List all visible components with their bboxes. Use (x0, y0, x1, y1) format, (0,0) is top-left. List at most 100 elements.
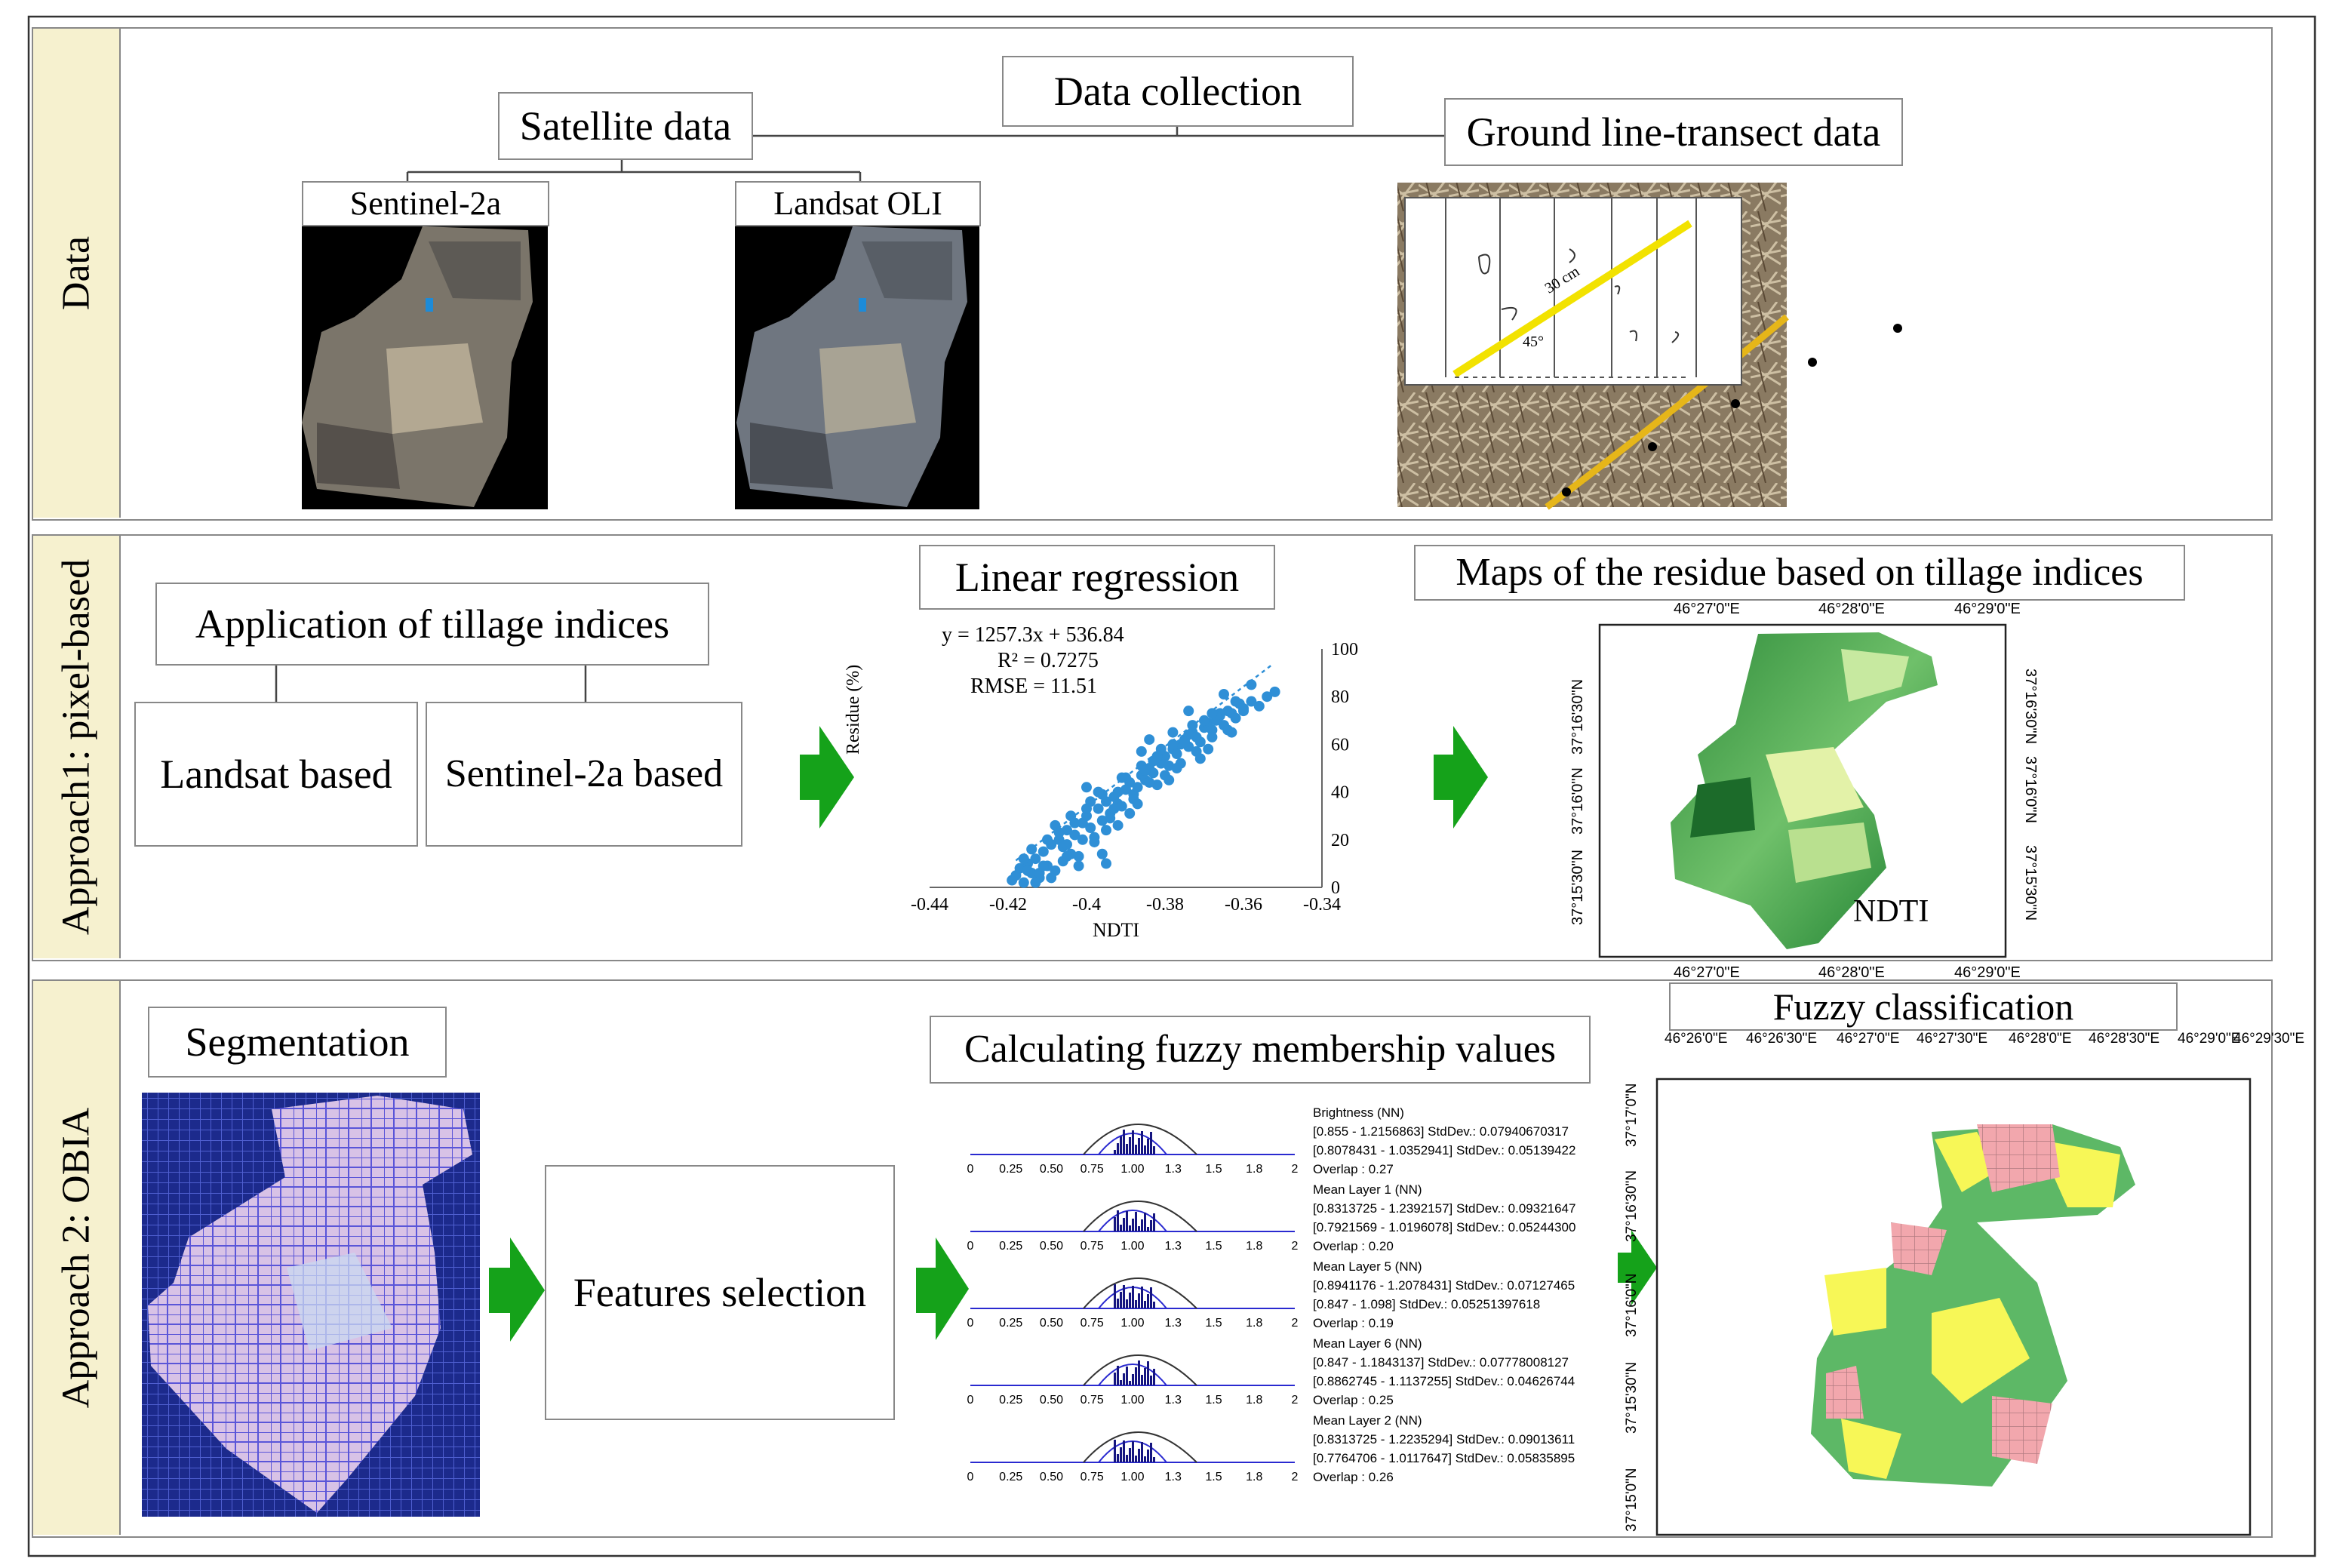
histogram-tick-label: 0.75 (1081, 1163, 1104, 1176)
scatter-point (1116, 772, 1127, 783)
scatter-point (1112, 786, 1124, 798)
histogram-bar (1114, 1150, 1116, 1154)
scatter-point (1018, 853, 1029, 865)
histogram-stat-text: Mean Layer 2 (NN) (1313, 1413, 1422, 1428)
scatter-point (1101, 825, 1111, 836)
fuzzy-values-box: Calculating fuzzy membership values (930, 1016, 1591, 1084)
histogram-bar (1132, 1286, 1134, 1308)
histogram-bar (1141, 1219, 1143, 1231)
fuzzy-left-tick-1: 37°17'0"N (1624, 1083, 1640, 1147)
histogram-tick-label: 0.25 (999, 1240, 1022, 1253)
histogram-bar (1132, 1441, 1134, 1462)
histogram-tick-label: 1.8 (1246, 1240, 1262, 1253)
scatter-point (1081, 782, 1092, 793)
scatter-point (1144, 776, 1155, 788)
histogram-bar (1138, 1138, 1140, 1154)
histogram-stat-text: [0.8862745 - 1.1137255] StdDev.: 0.04626… (1313, 1374, 1575, 1388)
histogram-bar (1141, 1131, 1143, 1154)
histogram-bar (1126, 1144, 1128, 1154)
ndti-left-tick-1: 37°16'30"N (1569, 678, 1586, 755)
membership-curve (1083, 1124, 1197, 1155)
scatter-point (1112, 819, 1124, 831)
scatter-point (1262, 691, 1273, 703)
histogram-tick-label: 0.25 (999, 1394, 1022, 1407)
histogram-bar (1123, 1285, 1125, 1308)
landsat-box: Landsat OLI (735, 181, 981, 226)
scatter-point (1207, 731, 1218, 742)
fuzzy-top-tick-6: 46°28'30"E (2089, 1031, 2160, 1047)
histogram-stat-text: [0.7764706 - 1.0117647] StdDev.: 0.05835… (1313, 1451, 1575, 1465)
scatter-point (1219, 689, 1229, 700)
fuzzy-top-tick-7: 46°29'0"E (2178, 1031, 2241, 1047)
fuzzy-left-tick-2: 37°16'30"N (1624, 1170, 1640, 1242)
histogram-stat-text: [0.8313725 - 1.2235294] StdDev.: 0.09013… (1313, 1432, 1575, 1447)
section-approach1-label-bar: Approach1: pixel-based (33, 536, 121, 958)
histogram-stat-text: [0.855 - 1.2156863] StdDev.: 0.079406703… (1313, 1124, 1569, 1139)
membership-curve-inner (1098, 1364, 1167, 1386)
histogram-tick-label: 2 (1292, 1163, 1299, 1176)
scatter-point (1194, 736, 1206, 748)
x-tick-label: -0.36 (1225, 895, 1262, 915)
histogram-bar (1147, 1294, 1149, 1308)
histogram-bar (1120, 1292, 1122, 1308)
histogram-tick-label: 0.25 (999, 1163, 1022, 1176)
membership-curve (1083, 1431, 1197, 1463)
features-selection-box: Features selection (545, 1165, 895, 1420)
histogram-bar (1153, 1213, 1155, 1231)
histogram-tick-label: 0 (967, 1240, 974, 1253)
section-data (32, 27, 2273, 521)
scatter-point (1203, 743, 1214, 755)
x-tick-label: -0.34 (1303, 895, 1341, 915)
satellite-data-box: Satellite data (498, 92, 753, 160)
section-data-label-bar: Data (33, 29, 121, 518)
histogram-bar (1132, 1374, 1134, 1385)
histogram-bar (1150, 1132, 1152, 1154)
fuzzy-top-tick-2: 46°26'30"E (1746, 1031, 1818, 1047)
histogram-bar (1150, 1443, 1152, 1462)
histogram-bar (1141, 1442, 1143, 1462)
scatter-point (1085, 796, 1096, 807)
regression-rmse: RMSE = 11.51 (970, 675, 1097, 698)
histogram-stat-text: Mean Layer 1 (NN) (1313, 1182, 1422, 1197)
histogram-tick-label: 2 (1292, 1471, 1299, 1483)
histogram-tick-label: 0.50 (1040, 1240, 1063, 1253)
ndti-bottom-tick-2: 46°28'0"E (1818, 964, 1885, 981)
regression-equation: y = 1257.3x + 536.84 (942, 623, 1124, 647)
scatter-point (1230, 712, 1241, 724)
histogram-tick-label: 1.00 (1120, 1471, 1144, 1483)
scatter-point (1093, 786, 1104, 798)
y-tick-label: 80 (1331, 687, 1349, 707)
maps-box: Maps of the residue based on tillage ind… (1414, 545, 2185, 601)
scatter-point (1253, 700, 1265, 712)
histogram-bar (1153, 1457, 1155, 1462)
histogram-stat-text: Overlap : 0.27 (1313, 1162, 1394, 1176)
section-approach1-label: Approach1: pixel-based (54, 558, 98, 936)
sentinel-based-box: Sentinel-2a based (426, 702, 742, 847)
histogram-bar (1120, 1225, 1122, 1231)
histogram-tick-label: 1.8 (1246, 1394, 1262, 1407)
scatter-point (1179, 736, 1190, 748)
fuzzy-top-tick-4: 46°27'30"E (1917, 1031, 1988, 1047)
histogram-bar (1147, 1361, 1149, 1385)
histogram-tick-label: 2 (1292, 1317, 1299, 1330)
histogram-tick-label: 0.75 (1081, 1394, 1104, 1407)
ndti-top-tick-3: 46°29'0"E (1954, 601, 2021, 617)
histogram-tick-label: 0.75 (1081, 1240, 1104, 1253)
histogram-tick-label: 1.8 (1246, 1471, 1262, 1483)
fuzzy-top-tick-3: 46°27'0"E (1837, 1031, 1900, 1047)
scatter-point (1037, 860, 1049, 872)
histogram-tick-label: 1.5 (1205, 1317, 1222, 1330)
scatter-point (1018, 877, 1029, 888)
membership-curve (1083, 1277, 1197, 1309)
histogram-bar (1141, 1287, 1143, 1308)
histogram-bar (1147, 1450, 1149, 1462)
landsat-based-box: Landsat based (134, 702, 418, 847)
histogram-tick-label: 1.3 (1165, 1240, 1182, 1253)
histogram-bar (1114, 1440, 1116, 1462)
histogram-bar (1138, 1360, 1140, 1385)
histogram-bar (1126, 1211, 1128, 1231)
histogram-tick-label: 1.5 (1205, 1471, 1222, 1483)
histogram-bar (1132, 1130, 1134, 1154)
histogram-stat-text: [0.8313725 - 1.2392157] StdDev.: 0.09321… (1313, 1201, 1575, 1216)
